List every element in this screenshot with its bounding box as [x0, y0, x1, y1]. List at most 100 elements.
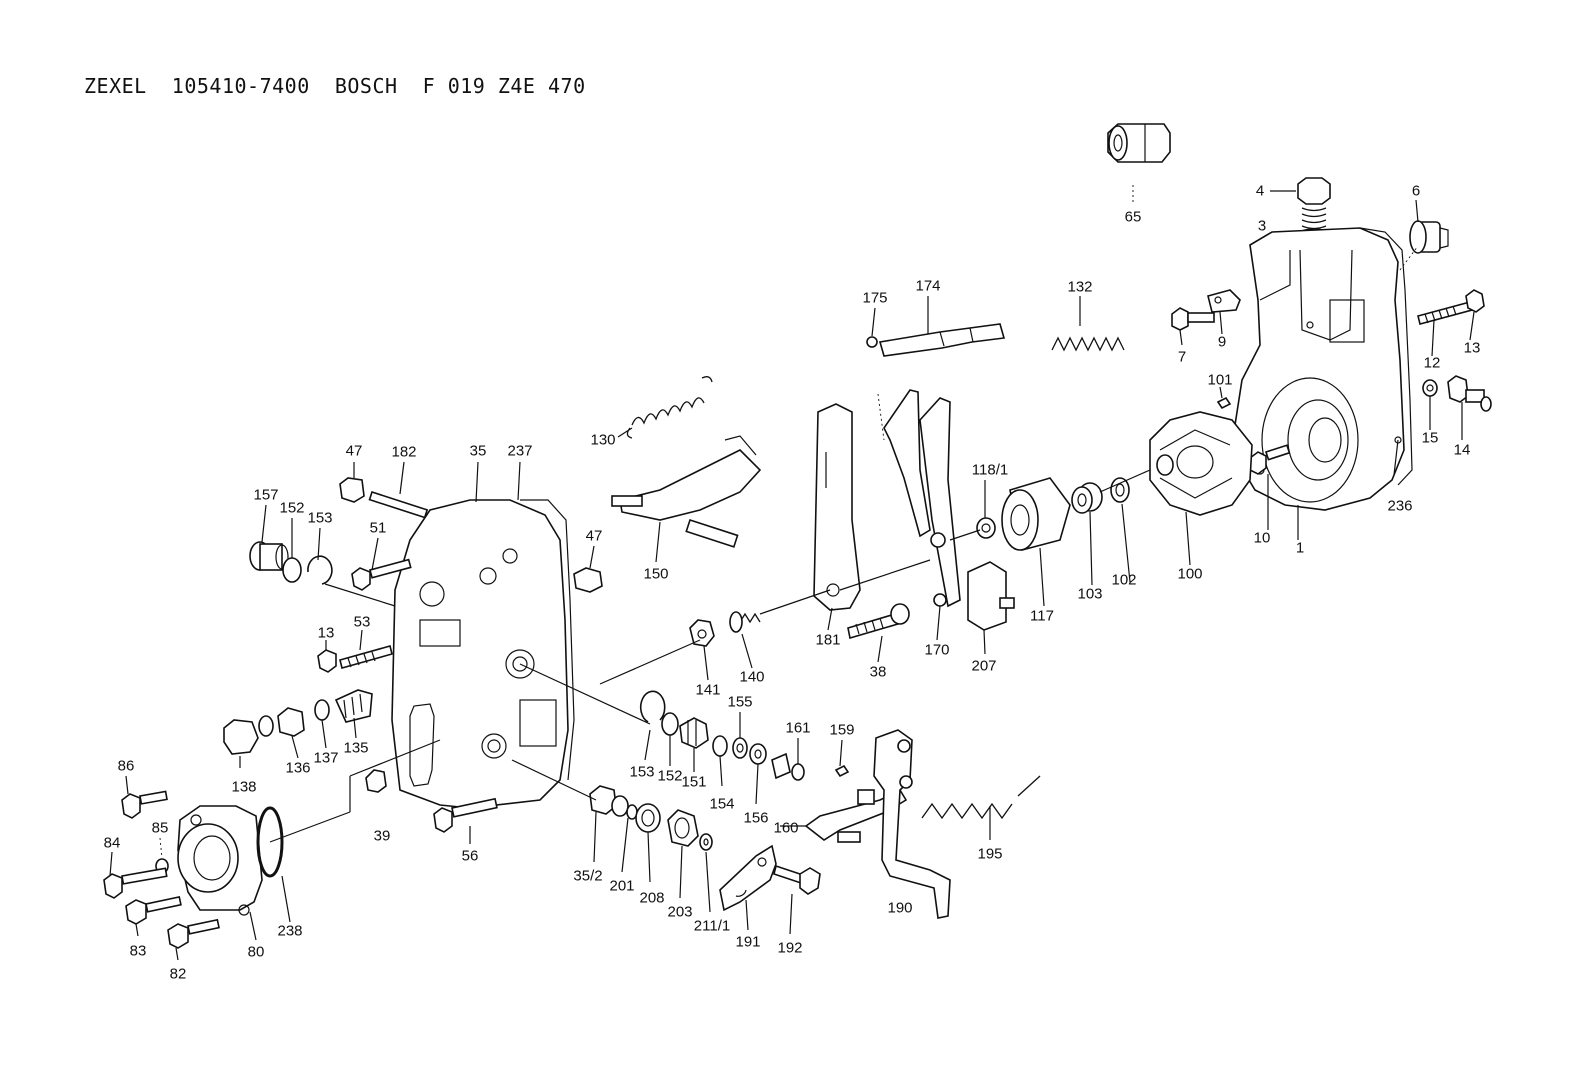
part-152-ring-right [661, 712, 679, 736]
part-35-cover [391, 499, 575, 809]
part-label-1: 1 [1295, 539, 1305, 557]
part-label-39: 39 [373, 827, 391, 845]
part-203-bush [667, 809, 699, 847]
part-label-101: 101 [1207, 371, 1233, 389]
part-label-7: 7 [1177, 348, 1187, 366]
part-label-237: 237 [507, 442, 533, 460]
part-label-13-left: 13 [317, 624, 335, 642]
part-56-screw [433, 797, 498, 833]
part-207-block [967, 561, 1015, 631]
part-137-washer [314, 699, 330, 721]
part-label-207: 207 [971, 657, 997, 675]
part-label-238: 238 [277, 922, 303, 940]
part-label-82: 82 [169, 965, 187, 983]
part-151-nut [679, 717, 709, 749]
part-160-lever [804, 788, 908, 843]
part-label-153-left: 153 [307, 509, 333, 527]
part-1-housing [1234, 227, 1413, 511]
part-7-bolt [1171, 307, 1215, 331]
part-135-screw [334, 689, 373, 723]
part-190-bracket [873, 729, 951, 919]
part-label-201: 201 [609, 877, 635, 895]
part-label-56: 56 [461, 847, 479, 865]
part-150-lever [611, 435, 762, 548]
part-label-136: 136 [285, 759, 311, 777]
part-label-100: 100 [1177, 565, 1203, 583]
part-label-85: 85 [151, 819, 169, 837]
part-label-135: 135 [343, 739, 369, 757]
part-label-9: 9 [1217, 333, 1227, 351]
part-label-151: 151 [681, 773, 707, 791]
part-label-138: 138 [231, 778, 257, 796]
part-103-sleeve [1071, 482, 1103, 514]
part-label-208: 208 [639, 889, 665, 907]
part-195-spring [921, 775, 1041, 820]
part-130-spring [626, 376, 713, 439]
part-label-203: 203 [667, 903, 693, 921]
part-label-10: 10 [1253, 529, 1271, 547]
part-label-155: 155 [727, 693, 753, 711]
part-191-plate [719, 844, 777, 912]
part-label-191: 191 [735, 933, 761, 951]
part-label-3: 3 [1257, 217, 1267, 235]
part-15-washer [1422, 379, 1438, 397]
part-6-plug [1409, 220, 1449, 254]
part-label-150: 150 [643, 565, 669, 583]
part-9-plate [1207, 289, 1241, 313]
part-label-14: 14 [1453, 441, 1471, 459]
part-156-washer [749, 743, 767, 765]
leader-lines [109, 190, 1475, 961]
part-118-1-washer [976, 517, 996, 539]
part-label-152-right: 152 [657, 767, 683, 785]
part-39-nut [365, 769, 387, 793]
part-238-ring [256, 806, 284, 878]
part-label-6: 6 [1411, 182, 1421, 200]
part-label-137: 137 [313, 749, 339, 767]
part-label-102: 102 [1111, 571, 1137, 589]
part-175-pin [866, 336, 878, 348]
part-label-47-right: 47 [585, 527, 603, 545]
part-161-ring [771, 752, 805, 781]
part-label-130: 130 [590, 431, 616, 449]
part-181-lever [813, 403, 861, 611]
part-53-stud [339, 645, 393, 669]
part-label-103: 103 [1077, 585, 1103, 603]
part-label-4: 4 [1255, 182, 1265, 200]
part-label-157: 157 [253, 486, 279, 504]
part-label-132: 132 [1067, 278, 1093, 296]
part-82-bolt [167, 918, 220, 949]
part-label-84: 84 [103, 834, 121, 852]
part-170-lever [883, 389, 961, 608]
part-138-cap [223, 719, 259, 755]
part-140-screw [729, 611, 761, 633]
part-label-51: 51 [369, 519, 387, 537]
part-159-pin [834, 764, 850, 778]
part-label-156: 156 [743, 809, 769, 827]
part-153-clip-left [307, 555, 333, 585]
part-154-washer [712, 735, 728, 757]
part-132-spring [1051, 336, 1125, 352]
part-label-159: 159 [829, 721, 855, 739]
part-label-154: 154 [709, 795, 735, 813]
part-152-ring-left [282, 557, 302, 583]
part-192-screw [773, 864, 821, 895]
part-label-118-1: 118/1 [971, 461, 1009, 479]
part-label-35-2: 35/2 [573, 867, 603, 885]
part-117-sleeve [1001, 477, 1071, 551]
part-label-13-right: 13 [1463, 339, 1481, 357]
part-51-screw [351, 558, 412, 591]
part-label-181: 181 [815, 631, 841, 649]
part-label-140: 140 [739, 668, 765, 686]
part-label-211-1: 211/1 [693, 917, 731, 935]
part-label-80: 80 [247, 943, 265, 961]
part-label-175: 175 [862, 289, 888, 307]
part-10-bolt [1249, 444, 1291, 475]
part-12-stud [1417, 301, 1473, 325]
part-100-flyweights [1149, 411, 1253, 516]
part-label-86: 86 [117, 757, 135, 775]
part-136-nut [258, 707, 305, 737]
part-47-plug-top [339, 477, 365, 503]
part-83-bolt [125, 895, 182, 925]
part-141-nut [689, 619, 715, 647]
